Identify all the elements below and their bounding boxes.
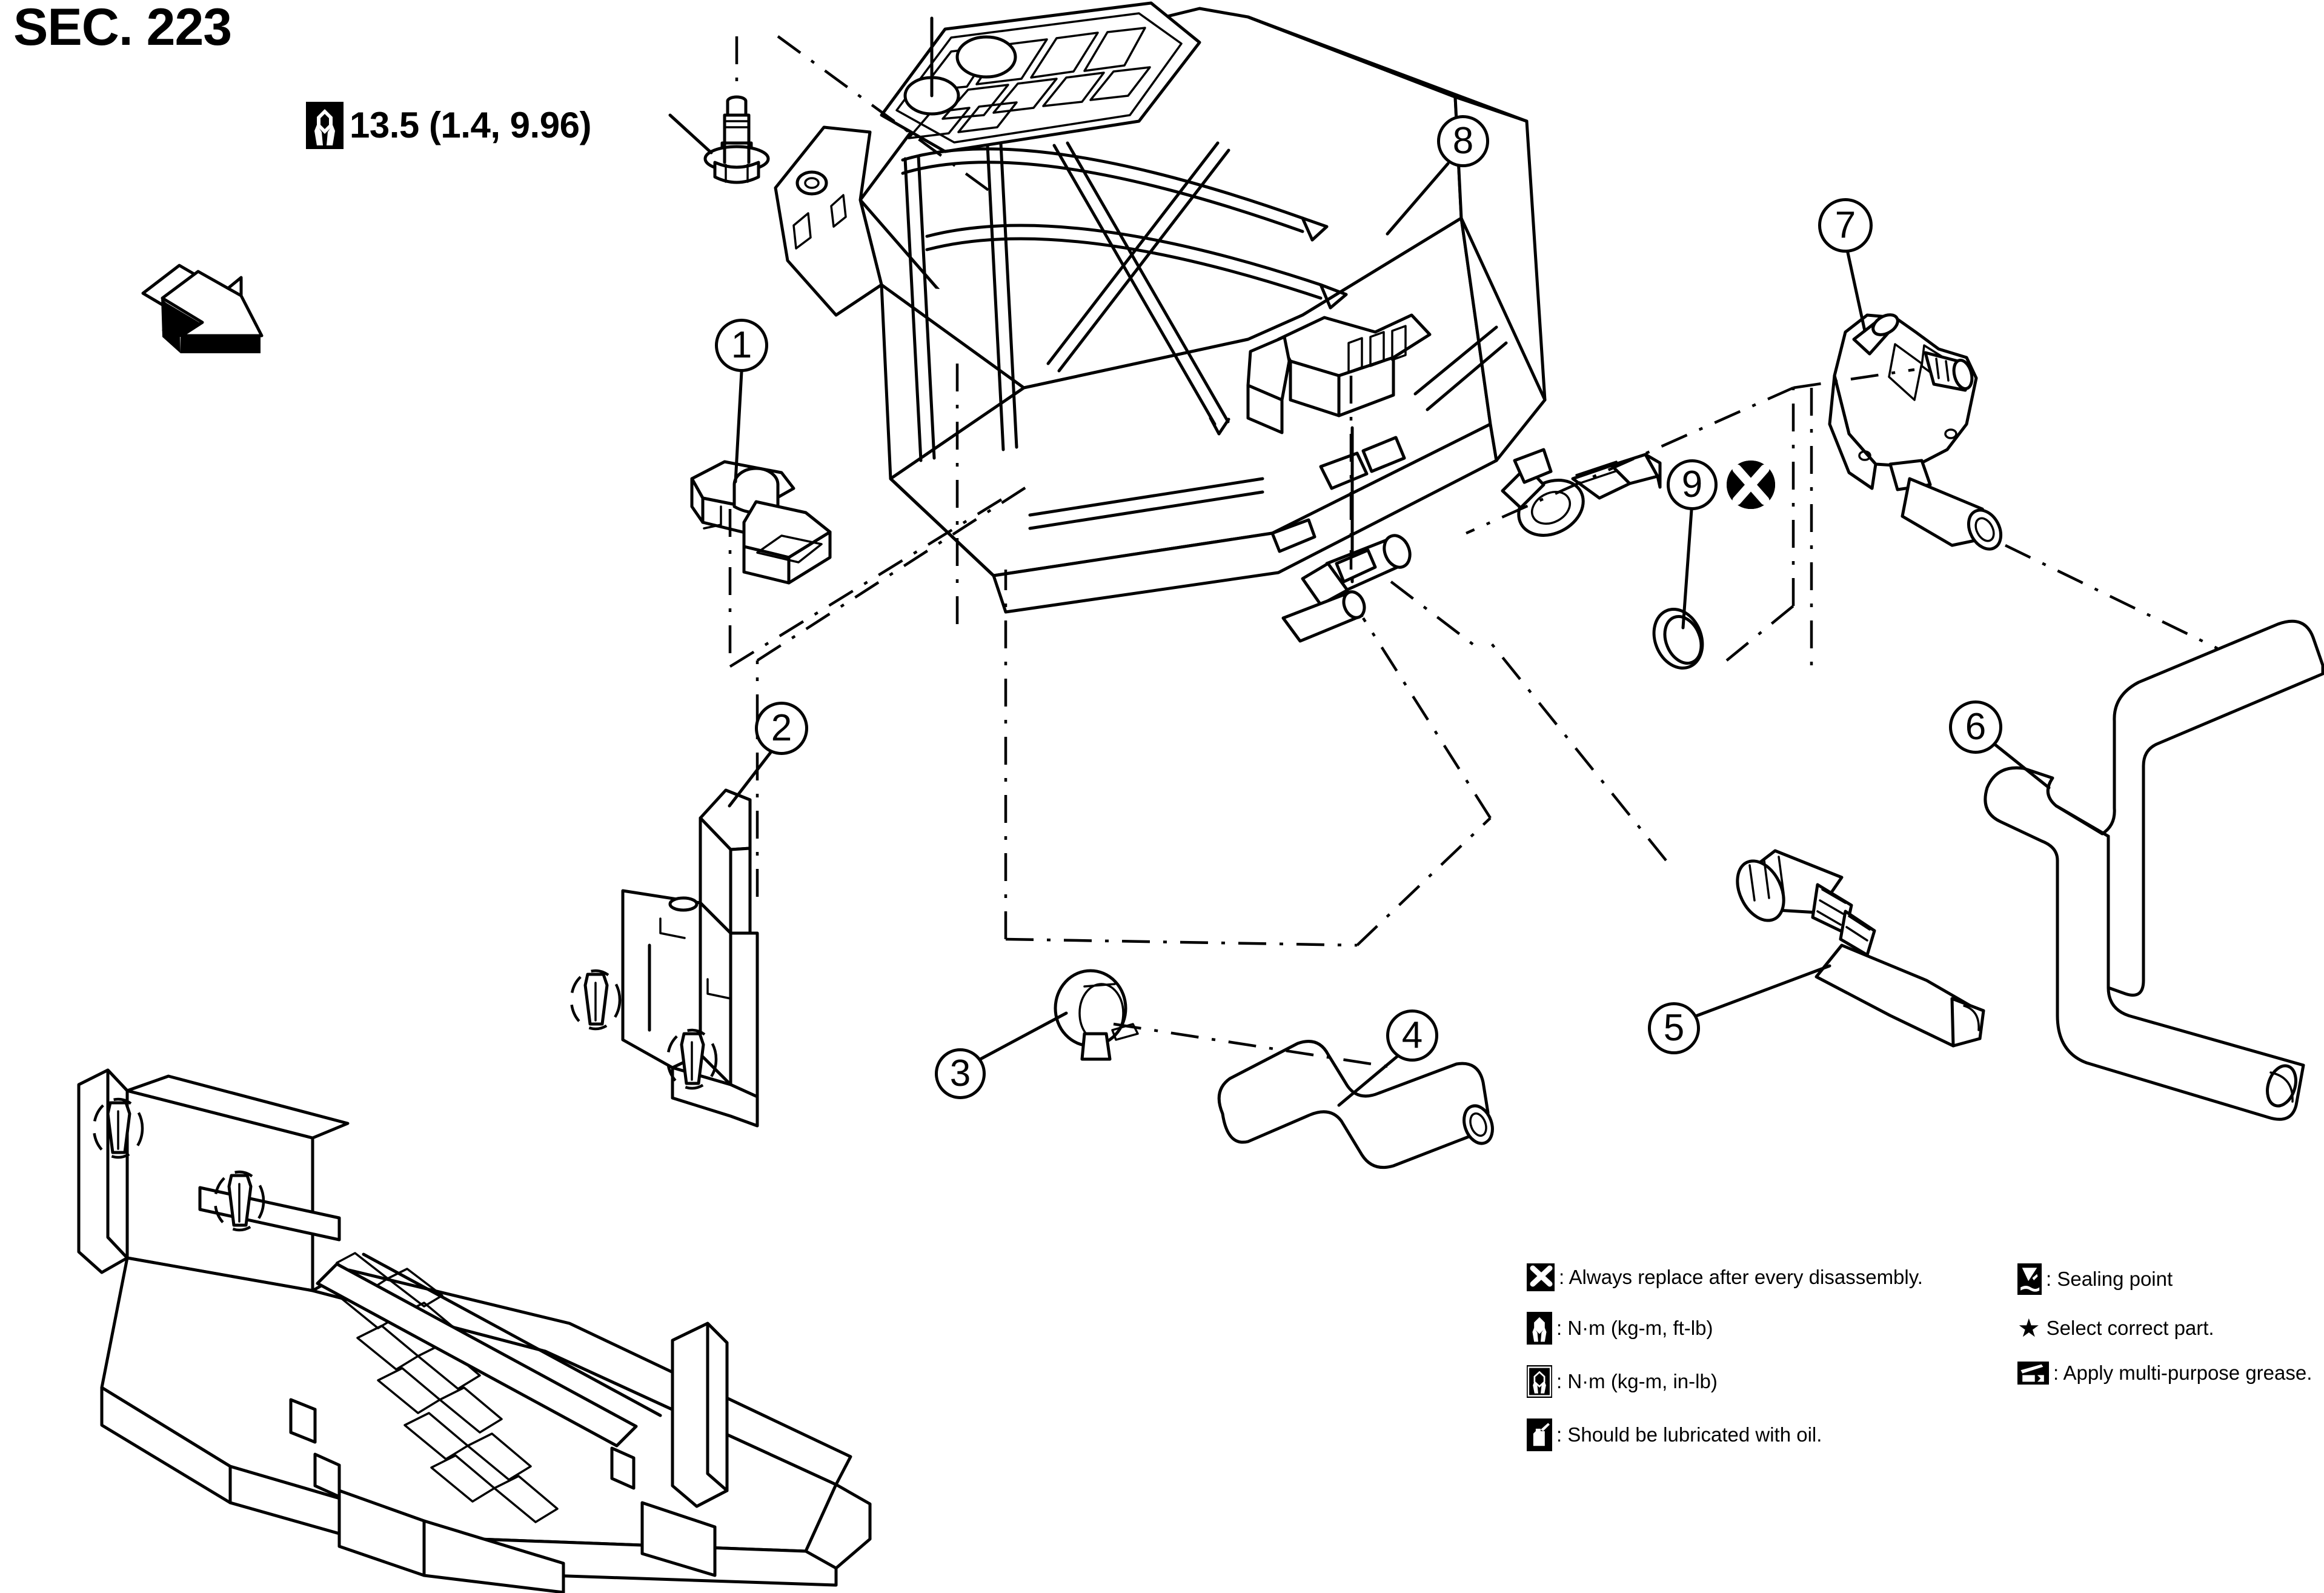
callout-balloon-6[interactable]: 6 (1949, 700, 2002, 754)
torque-value: 13.5 (1.4, 9.96) (350, 105, 591, 145)
callout-balloon-7[interactable]: 7 (1818, 198, 1873, 253)
callout-number: 7 (1834, 204, 1856, 246)
callout-balloon-5[interactable]: 5 (1648, 1002, 1700, 1054)
canister-connector-block (1246, 313, 1432, 434)
callout-balloon-9[interactable]: 9 (1667, 459, 1718, 510)
assembly-centerlines (728, 35, 2218, 1068)
always-replace-mark-o-ring (1727, 461, 1775, 509)
legend-text: Select correct part. (2046, 1316, 2214, 1339)
quick-connector-hose (1736, 849, 1985, 1048)
legend-text: : Sealing point (2046, 1267, 2173, 1290)
clip-fastener (213, 1170, 265, 1232)
page-title: SEC. 223 (13, 0, 232, 56)
legend-right-column: : Sealing point ★ Select correct part. :… (2017, 1263, 2320, 1405)
callout-balloon-2[interactable]: 2 (755, 702, 808, 755)
callout-number: 4 (1401, 1014, 1423, 1056)
canister-lower-tube (1281, 590, 1366, 643)
wrench-nm-ftlb-icon (306, 102, 344, 149)
wrench-nm-ftlb-icon (1527, 1312, 1552, 1345)
oil-can-icon (1527, 1418, 1552, 1451)
callout-balloon-1[interactable]: 1 (715, 319, 768, 372)
callout-balloon-3[interactable]: 3 (935, 1048, 986, 1099)
canister-left-mount-ear (774, 125, 883, 317)
star-icon: ★ (2017, 1314, 2040, 1342)
canister-protector-tray (77, 1068, 872, 1593)
evap-drain-hose (1217, 1040, 1494, 1169)
legend-item-nm-inlb: : N·m (kg-m, in-lb) (1527, 1365, 1963, 1398)
evap-canister-assembly (774, 1, 1662, 643)
legend-text: : N·m (kg-m, in-lb) (1556, 1369, 1718, 1392)
legend-text: : N·m (kg-m, ft-lb) (1556, 1316, 1713, 1339)
callout-number: 5 (1663, 1007, 1685, 1049)
clip-fastener (92, 1097, 144, 1159)
callout-leader-lines (668, 113, 2051, 1107)
evap-canister-vent-control-valve (1828, 313, 2003, 551)
clip-fastener (666, 1028, 718, 1090)
hose-clamp (1054, 969, 1139, 1061)
vehicle-front-direction-arrow (141, 264, 264, 353)
legend-left-column: : Always replace after every disassembly… (1527, 1263, 1963, 1472)
tray-clip-fasteners (92, 969, 718, 1232)
callout-balloon-8[interactable]: 8 (1437, 115, 1489, 167)
legend-item-select-correct-part: ★ Select correct part. (2017, 1315, 2320, 1341)
sealing-point-icon (2017, 1263, 2042, 1295)
legend-text: : Should be lubricated with oil. (1556, 1423, 1822, 1446)
legend-text: : Always replace after every disassembly… (1559, 1265, 1923, 1288)
vent-hose-bent (1984, 619, 2324, 1121)
torque-spec: 13.5 (1.4, 9.96) (306, 102, 591, 149)
callout-number: 1 (731, 324, 752, 366)
o-ring (1652, 608, 1704, 670)
evap-canister-pressure-sensor (690, 460, 832, 585)
canister-stud-bolt (703, 95, 770, 184)
callout-balloon-4[interactable]: 4 (1386, 1009, 1438, 1062)
canister-mounting-bracket (621, 788, 759, 1128)
callout-number: 3 (949, 1053, 971, 1094)
canister-top-cap (880, 1, 1201, 153)
canister-outlet-port (1501, 448, 1662, 537)
grease-icon (2017, 1362, 2049, 1385)
always-replace-icon (1527, 1263, 1555, 1291)
legend-item-sealing-point: : Sealing point (2017, 1263, 2320, 1295)
callout-number: 2 (771, 707, 792, 749)
legend-item-apply-grease: : Apply multi-purpose grease. (2017, 1362, 2320, 1385)
clip-fastener (569, 969, 622, 1031)
callout-number: 8 (1452, 120, 1474, 162)
legend-item-lubricate-oil: : Should be lubricated with oil. (1527, 1418, 1963, 1451)
callout-number: 6 (1965, 706, 1987, 748)
callout-number: 9 (1681, 464, 1703, 505)
legend-text: : Apply multi-purpose grease. (2053, 1361, 2312, 1384)
wrench-nm-inlb-icon (1527, 1365, 1552, 1398)
legend-item-always-replace: : Always replace after every disassembly… (1527, 1263, 1963, 1291)
legend-item-nm-ftlb: : N·m (kg-m, ft-lb) (1527, 1312, 1963, 1345)
